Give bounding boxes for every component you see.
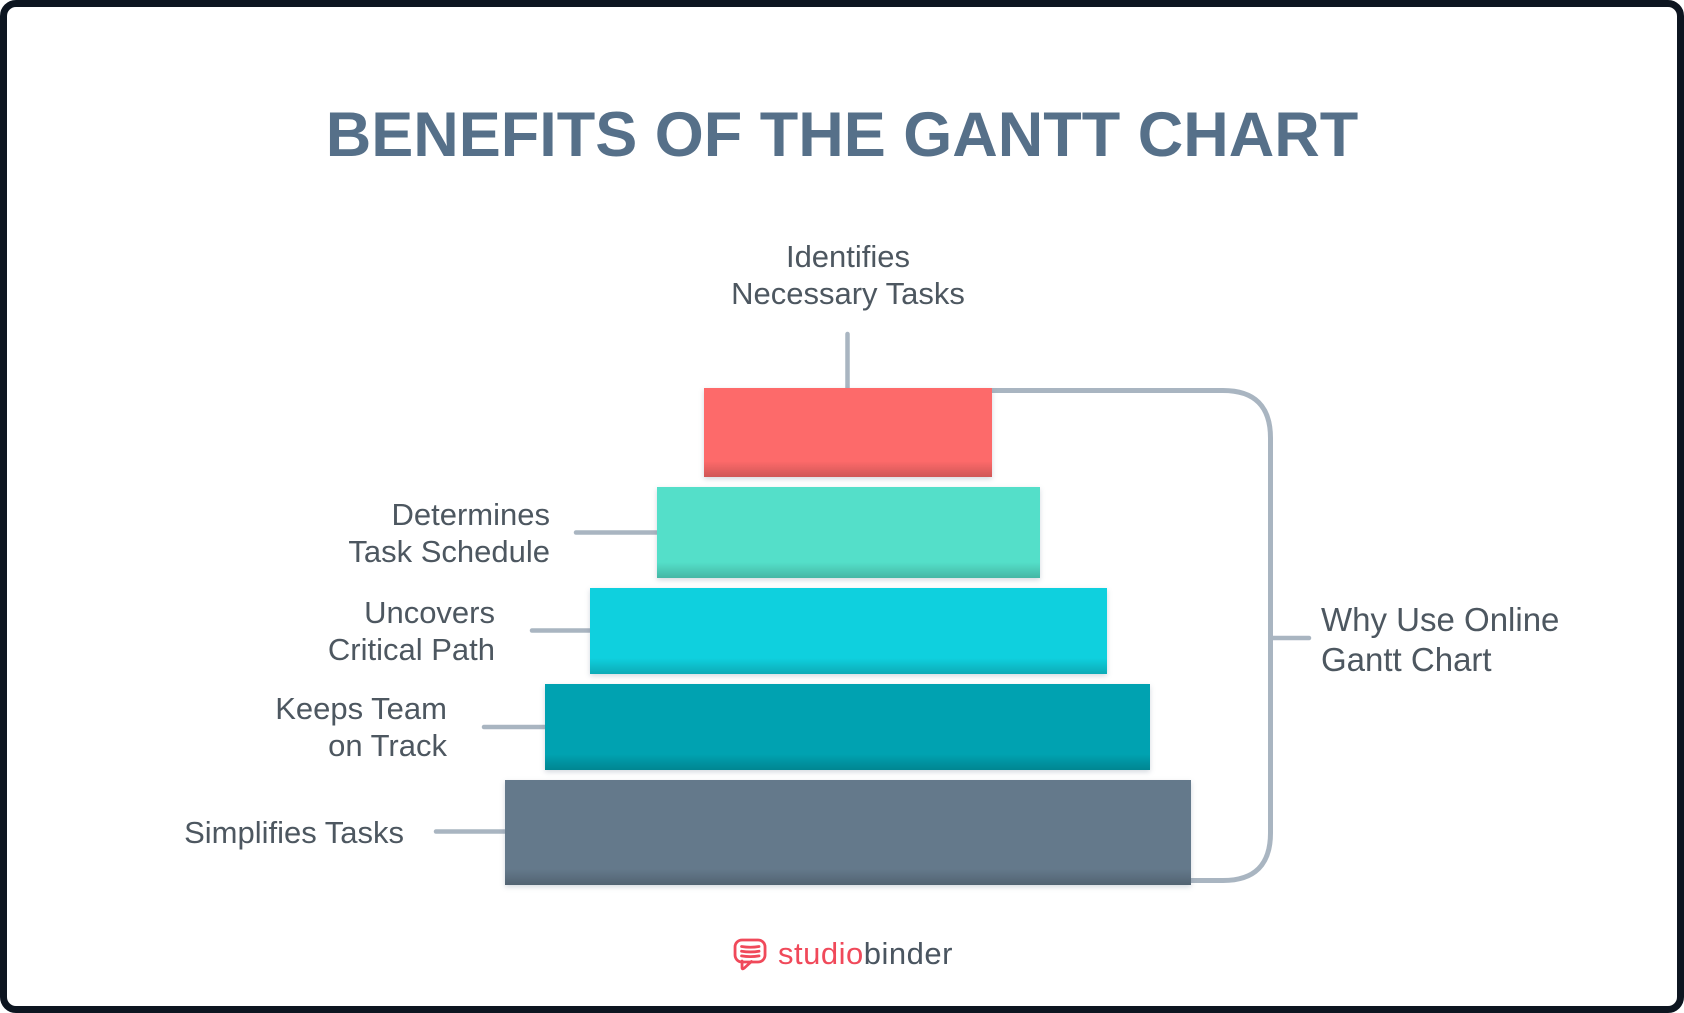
label-line: Gantt Chart — [1321, 641, 1492, 678]
label-line: Identifies — [785, 239, 911, 274]
label-identifies-necessary-tasks: Identifies Necessary Tasks — [623, 238, 1073, 312]
label-simplifies-tasks: Simplifies Tasks — [7, 814, 404, 851]
label-line: Critical Path — [327, 632, 495, 667]
label-keeps-team-on-track: Keeps Team on Track — [17, 690, 447, 764]
label-line: on Track — [328, 728, 447, 763]
label-uncovers-critical-path: Uncovers Critical Path — [65, 594, 495, 668]
label-line: Keeps Team — [275, 691, 447, 726]
label-line: Necessary Tasks — [731, 276, 965, 311]
label-line: Task Schedule — [348, 534, 550, 569]
bar-uncovers-critical-path — [590, 588, 1107, 674]
bar-keeps-team-on-track — [545, 684, 1150, 770]
studiobinder-logo: studiobinder — [731, 935, 953, 973]
bar-identifies-necessary-tasks — [704, 388, 992, 477]
label-line: Uncovers — [364, 595, 495, 630]
label-line: Determines — [391, 497, 551, 532]
label-line: Simplifies Tasks — [184, 815, 404, 850]
label-determines-task-schedule: Determines Task Schedule — [120, 496, 550, 570]
logo-binder-text: binder — [863, 936, 953, 971]
label-line: Why Use Online — [1321, 601, 1560, 638]
logo-wordmark: studiobinder — [778, 936, 953, 972]
label-why-use-online-gantt-chart: Why Use Online Gantt Chart — [1321, 600, 1559, 680]
bar-determines-task-schedule — [657, 487, 1040, 578]
bar-simplifies-tasks — [505, 780, 1191, 885]
page-title: BENEFITS OF THE GANTT CHART — [325, 100, 1359, 170]
speech-bubble-icon — [733, 938, 767, 971]
logo-studio-text: studio — [778, 936, 864, 971]
